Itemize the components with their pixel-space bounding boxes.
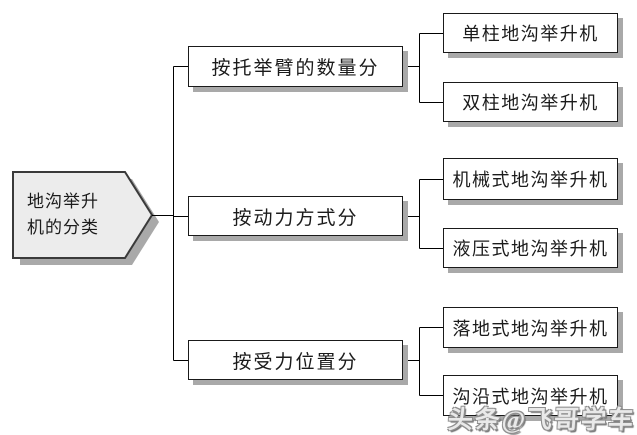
category-label: 按托举臂的数量分 [211, 58, 380, 79]
category-box-force-position: 按受力位置分 [188, 340, 403, 380]
watermark-text: 头条@飞哥学车 [446, 407, 636, 434]
root-node-label: 地沟举升机的分类 [27, 192, 99, 237]
leaf-box-single-column: 单柱地沟举升机 [443, 13, 618, 53]
leaf-box-double-column: 双柱地沟举升机 [443, 82, 618, 122]
leaf-label: 单柱地沟举升机 [462, 24, 599, 44]
leaf-label: 液压式地沟举升机 [452, 239, 609, 259]
category-label: 按动力方式分 [232, 207, 359, 229]
leaf-label: 落地式地沟举升机 [452, 318, 609, 339]
leaf-box-floor-type: 落地式地沟举升机 [443, 307, 618, 348]
leaf-label: 机械式地沟举升机 [452, 170, 609, 190]
leaf-box-mechanical: 机械式地沟举升机 [443, 158, 618, 200]
leaf-label: 双柱地沟举升机 [462, 93, 599, 113]
category-box-power-mode: 按动力方式分 [188, 196, 403, 236]
branch1-connectors [403, 33, 443, 103]
root-pentagon-shape [12, 171, 159, 265]
branch2-connectors [403, 179, 443, 249]
left-connectors [152, 66, 188, 361]
branch3-connectors [403, 327, 443, 396]
root-pentagon [12, 171, 154, 259]
leaf-label: 沟沿式地沟举升机 [452, 386, 609, 407]
leaf-box-hydraulic: 液压式地沟举升机 [443, 228, 618, 268]
category-box-arm-count: 按托举臂的数量分 [188, 46, 403, 87]
leaf-box-ditch-edge-type: 沟沿式地沟举升机 [443, 375, 618, 416]
category-label: 按受力位置分 [232, 351, 359, 373]
